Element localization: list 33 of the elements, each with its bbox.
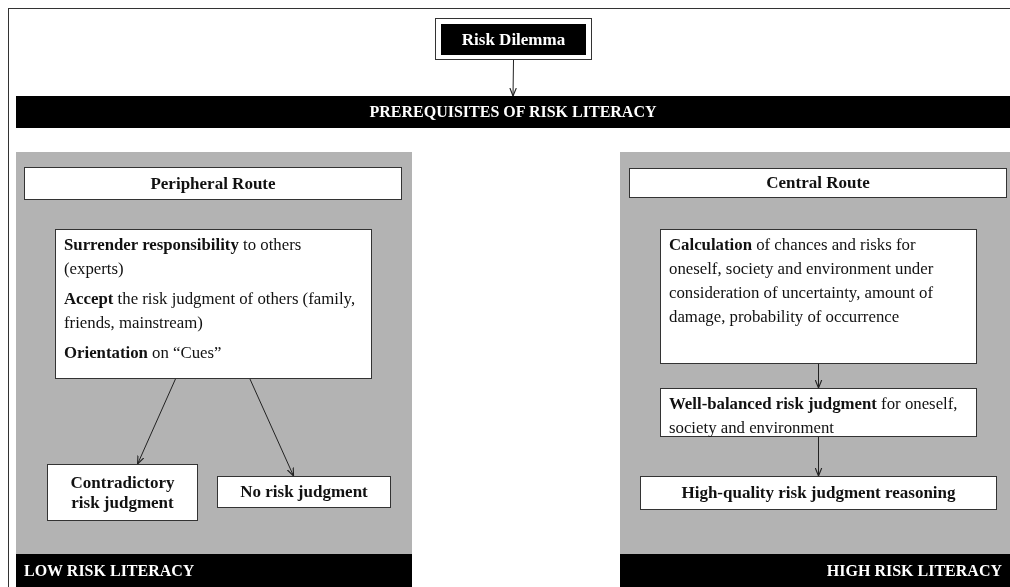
route-header [629, 168, 1007, 198]
box-text: High-quality risk judgment reasoning [680, 483, 957, 503]
arrow [249, 378, 295, 477]
process-box [660, 229, 977, 364]
outcome-box [640, 476, 997, 510]
box-text: Accept the risk judgment of others (family, friends, mainstream) [64, 288, 357, 334]
box-text: No risk judgment [239, 482, 369, 502]
header-band [16, 96, 1010, 128]
process-box [55, 229, 372, 379]
outcome-box [217, 476, 391, 508]
footer-band [16, 554, 412, 587]
band-label: PREREQUISITES OF RISK LITERACY [369, 103, 657, 121]
box-text: Peripheral Route [149, 173, 277, 194]
title-box [435, 18, 592, 60]
box-text: Orientation on “Cues” [64, 342, 223, 364]
route-panel [620, 152, 1010, 587]
box-text: Surrender responsibility to others (experts) [64, 234, 303, 280]
process-box [660, 388, 977, 437]
arrow [814, 363, 823, 389]
arrow [137, 378, 176, 465]
title-label: Risk Dilemma [441, 24, 586, 55]
route-header [24, 167, 402, 200]
footer-band [620, 554, 1010, 587]
outcome-box [47, 464, 198, 521]
box-text: Calculation of chances and risks for oneself, society and environment under consideration of uncertainty, amount of damage, probability of occurrence [669, 234, 935, 328]
route-panel [16, 152, 412, 587]
band-label: LOW RISK LITERACY [24, 561, 195, 580]
band-label: HIGH RISK LITERACY [826, 561, 1002, 580]
arrow [814, 436, 823, 477]
box-text: Central Route [765, 173, 871, 193]
arrow [509, 59, 517, 97]
box-text: Well-balanced risk judgment for oneself, society and environment [669, 393, 959, 439]
box-text: Contradictory risk judgment [69, 472, 176, 513]
